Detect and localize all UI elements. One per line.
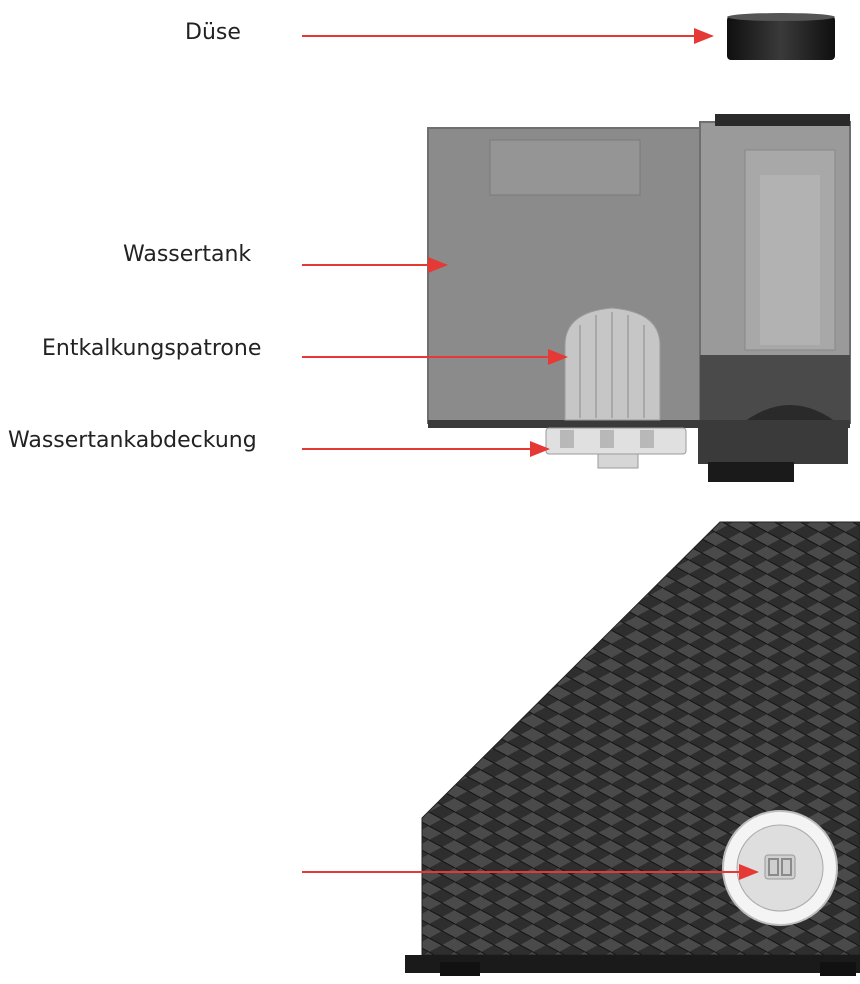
label-water-tank: Wassertank xyxy=(123,242,252,267)
label-nozzle: Düse xyxy=(185,20,241,45)
control-panel xyxy=(722,810,838,926)
label-decalcification-cartridge: Entkalkungspatrone xyxy=(42,336,262,361)
water-tank-part xyxy=(427,114,851,428)
decalcification-cartridge-part xyxy=(564,307,661,421)
nozzle-part xyxy=(727,13,835,60)
water-tank-cover-part xyxy=(545,427,848,482)
label-water-tank-cover: Wassertankabdeckung xyxy=(8,428,257,453)
